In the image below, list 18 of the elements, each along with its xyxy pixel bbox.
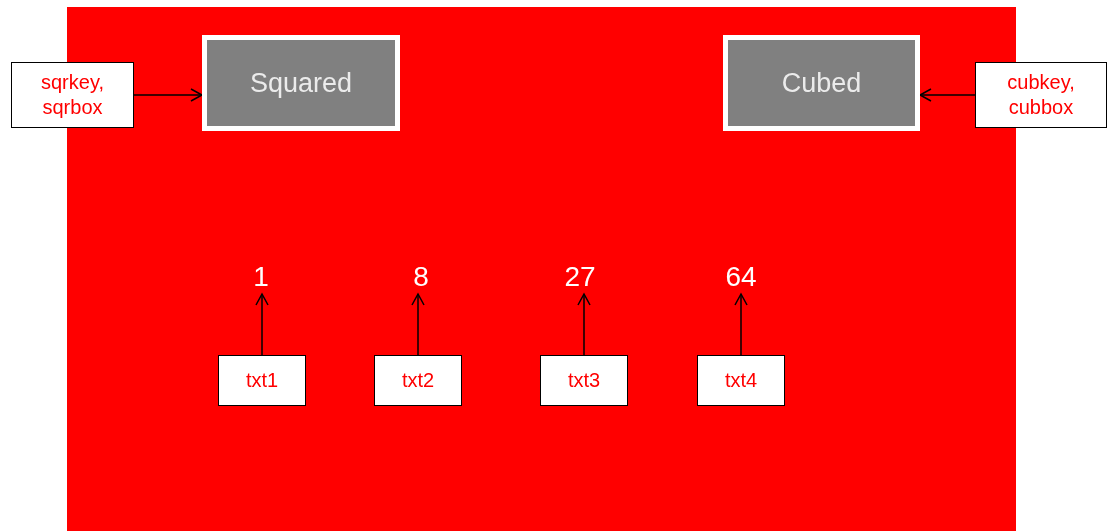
number-readout: 64 <box>716 260 766 294</box>
callout-label: txt4 <box>697 355 785 406</box>
button: Cubed <box>723 35 920 131</box>
arrow <box>133 88 203 102</box>
number-readout: 8 <box>396 260 446 294</box>
arrow <box>577 293 591 356</box>
arrow <box>411 293 425 356</box>
arrow <box>255 293 269 356</box>
arrow <box>734 293 748 356</box>
button: Squared <box>202 35 400 131</box>
arrow <box>919 88 976 102</box>
number-readout: 27 <box>555 260 605 294</box>
callout-label: txt3 <box>540 355 628 406</box>
callout-label: cubkey, cubbox <box>975 62 1107 128</box>
number-readout: 1 <box>236 260 286 294</box>
callout-label: txt1 <box>218 355 306 406</box>
callout-label: txt2 <box>374 355 462 406</box>
callout-label: sqrkey, sqrbox <box>11 62 134 128</box>
